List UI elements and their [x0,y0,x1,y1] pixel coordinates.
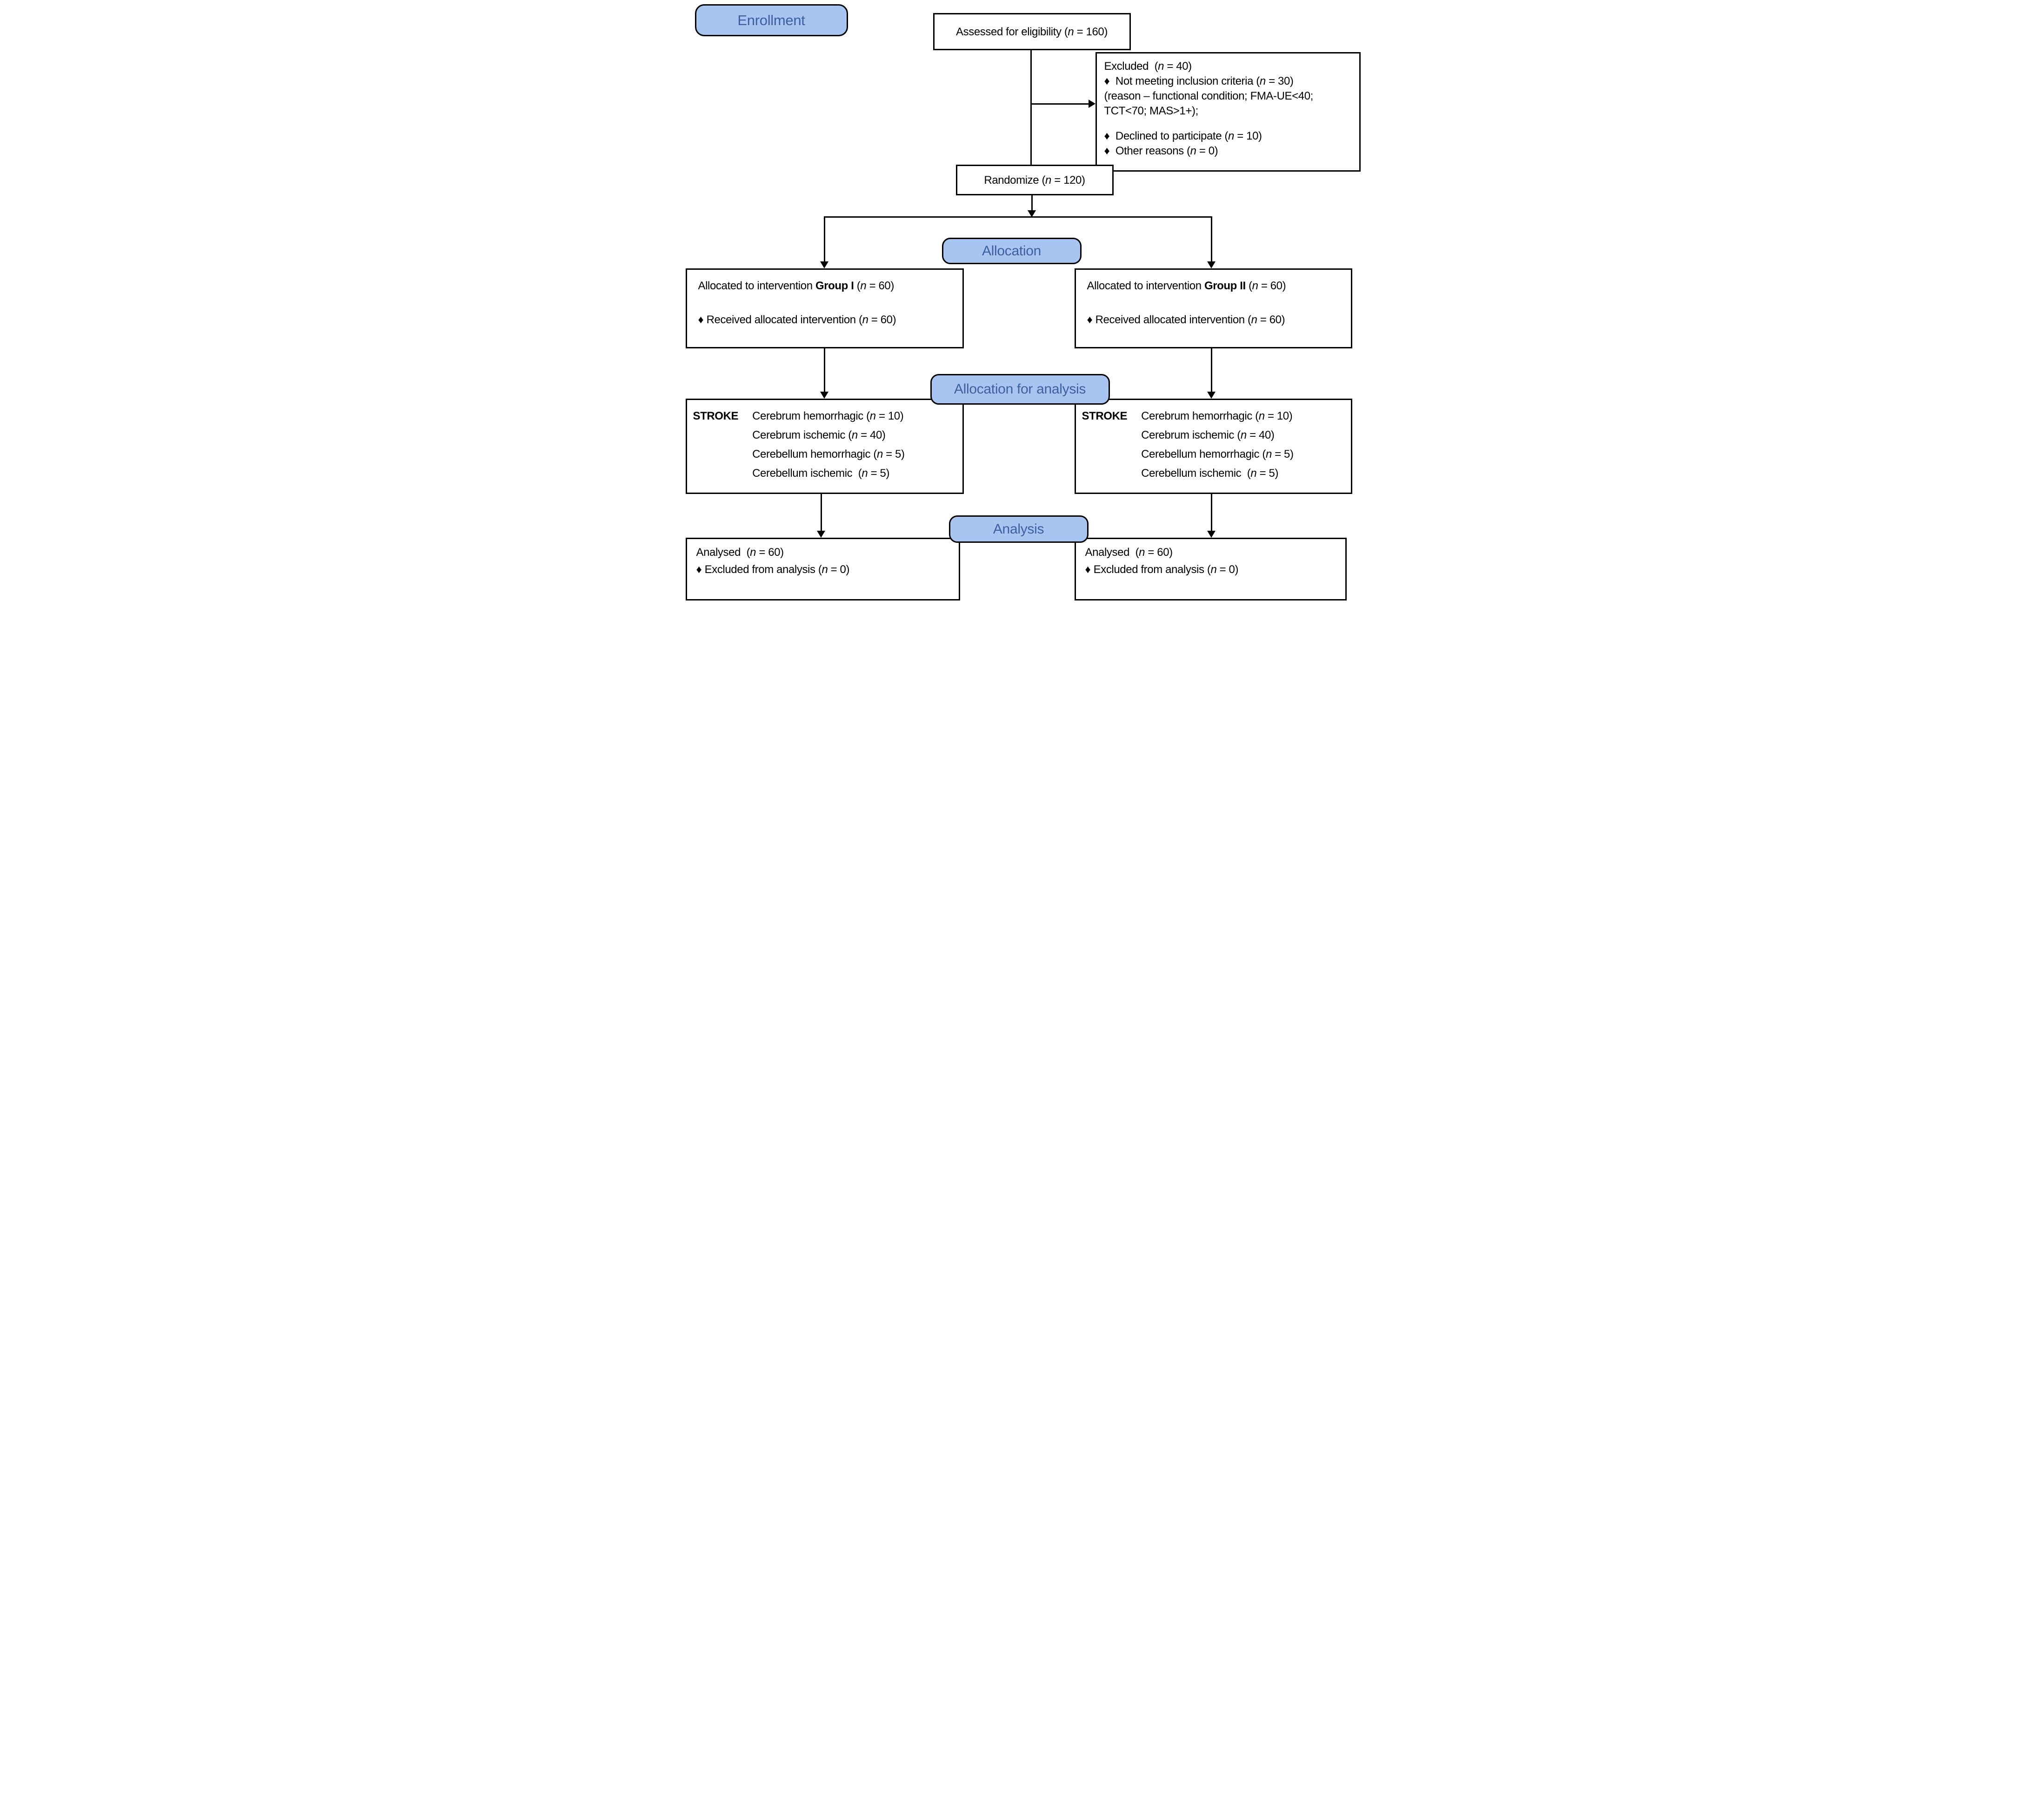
line-group2-to-stroke2 [1210,348,1212,392]
group1-bullet: ♦ Received allocated intervention (n = 6… [698,314,896,326]
enrollment-stage-label: Enrollment [695,4,848,36]
stroke1-line: Cerebellum hemorrhagic (n = 5) [752,448,905,460]
analysed1-bullet: ♦ Excluded from analysis (n = 0) [696,563,850,576]
line-branch-to-excluded [1030,103,1089,105]
stroke2-line: Cerebrum ischemic (n = 40) [1141,429,1275,441]
analysed-group1-box: Analysed (n = 60) ♦ Excluded from analys… [685,538,960,600]
excluded-line: (reason – functional condition; FMA-UE<4… [1104,90,1314,102]
assessed-for-eligibility-box: Assessed for eligibility (n = 160) [933,13,1131,50]
arrowhead-into-group2 [1207,261,1216,268]
stroke1-line: Cerebrum ischemic (n = 40) [752,429,886,441]
excluded-box: Excluded (n = 40) ♦ Not meeting inclusio… [1095,52,1361,172]
assessed-text: Assessed for eligibility (n = 160) [956,25,1108,38]
stroke2-line: Cerebellum ischemic (n = 5) [1141,467,1279,480]
allocation-for-analysis-stage-text: Allocation for analysis [954,381,1086,397]
excluded-line: ♦ Other reasons (n = 0) [1104,145,1218,157]
consort-flow-diagram: Assessed for eligibility (n = 160) Exclu… [681,0,1363,603]
excluded-line: TCT<70; MAS>1+); [1104,105,1199,117]
analysis-stage-label: Analysis [949,515,1089,543]
randomize-text: Randomize (n = 120) [984,173,1085,187]
line-assessed-to-randomize [1030,50,1032,165]
randomize-box: Randomize (n = 120) [955,165,1114,195]
stroke1-lines: Cerebrum hemorrhagic (n = 10) Cerebrum i… [752,407,905,483]
stroke-breakdown-group2-box: STROKE Cerebrum hemorrhagic (n = 10) Cer… [1074,399,1352,494]
arrowhead-into-stroke2 [1207,392,1216,399]
line-stroke2-to-analysed2 [1210,494,1212,531]
excluded-line: ♦ Declined to participate (n = 10) [1104,130,1262,142]
arrowhead-into-group1 [820,261,828,268]
group1-title: Allocated to intervention Group I (n = 6… [698,280,895,292]
allocation-stage-label: Allocation [942,238,1082,264]
analysed2-title: Analysed (n = 60) [1085,546,1173,559]
group2-bullet: ♦ Received allocated intervention (n = 6… [1087,314,1285,326]
analysed-group2-box: Analysed (n = 60) ♦ Excluded from analys… [1074,538,1347,600]
analysed1-title: Analysed (n = 60) [696,546,784,559]
arrowhead-into-analysed1 [816,531,825,538]
arrowhead-into-excluded [1088,100,1095,108]
excluded-line: ♦ Not meeting inclusion criteria (n = 30… [1104,75,1294,87]
stroke2-line: Cerebellum hemorrhagic (n = 5) [1141,448,1294,460]
line-split-horizontal [823,216,1212,218]
stroke2-line: Cerebrum hemorrhagic (n = 10) [1141,410,1293,422]
line-group1-to-stroke1 [823,348,825,392]
allocated-group1-box: Allocated to intervention Group I (n = 6… [685,268,964,348]
stroke1-line: Cerebrum hemorrhagic (n = 10) [752,410,904,422]
analysed2-bullet: ♦ Excluded from analysis (n = 0) [1085,563,1239,576]
enrollment-stage-text: Enrollment [737,12,805,28]
allocation-stage-text: Allocation [982,243,1042,259]
stroke1-line: Cerebellum ischemic (n = 5) [752,467,890,480]
excluded-line: Excluded (n = 40) [1104,60,1192,73]
stroke2-lines: Cerebrum hemorrhagic (n = 10) Cerebrum i… [1141,407,1294,483]
arrowhead-onto-split [1027,210,1036,217]
stroke-breakdown-group1-box: STROKE Cerebrum hemorrhagic (n = 10) Cer… [685,399,964,494]
allocation-for-analysis-stage-label: Allocation for analysis [930,374,1110,405]
line-stroke1-to-analysed1 [820,494,822,531]
stroke1-label: STROKE [693,410,739,422]
line-randomize-to-split [1031,195,1033,210]
line-split-to-group1 [823,217,825,261]
allocated-group2-box: Allocated to intervention Group II (n = … [1074,268,1352,348]
line-split-to-group2 [1210,217,1212,261]
arrowhead-into-stroke1 [820,392,828,399]
analysis-stage-text: Analysis [993,521,1044,537]
arrowhead-into-analysed2 [1207,531,1216,538]
stroke2-label: STROKE [1082,410,1128,422]
group2-title: Allocated to intervention Group II (n = … [1087,280,1286,292]
